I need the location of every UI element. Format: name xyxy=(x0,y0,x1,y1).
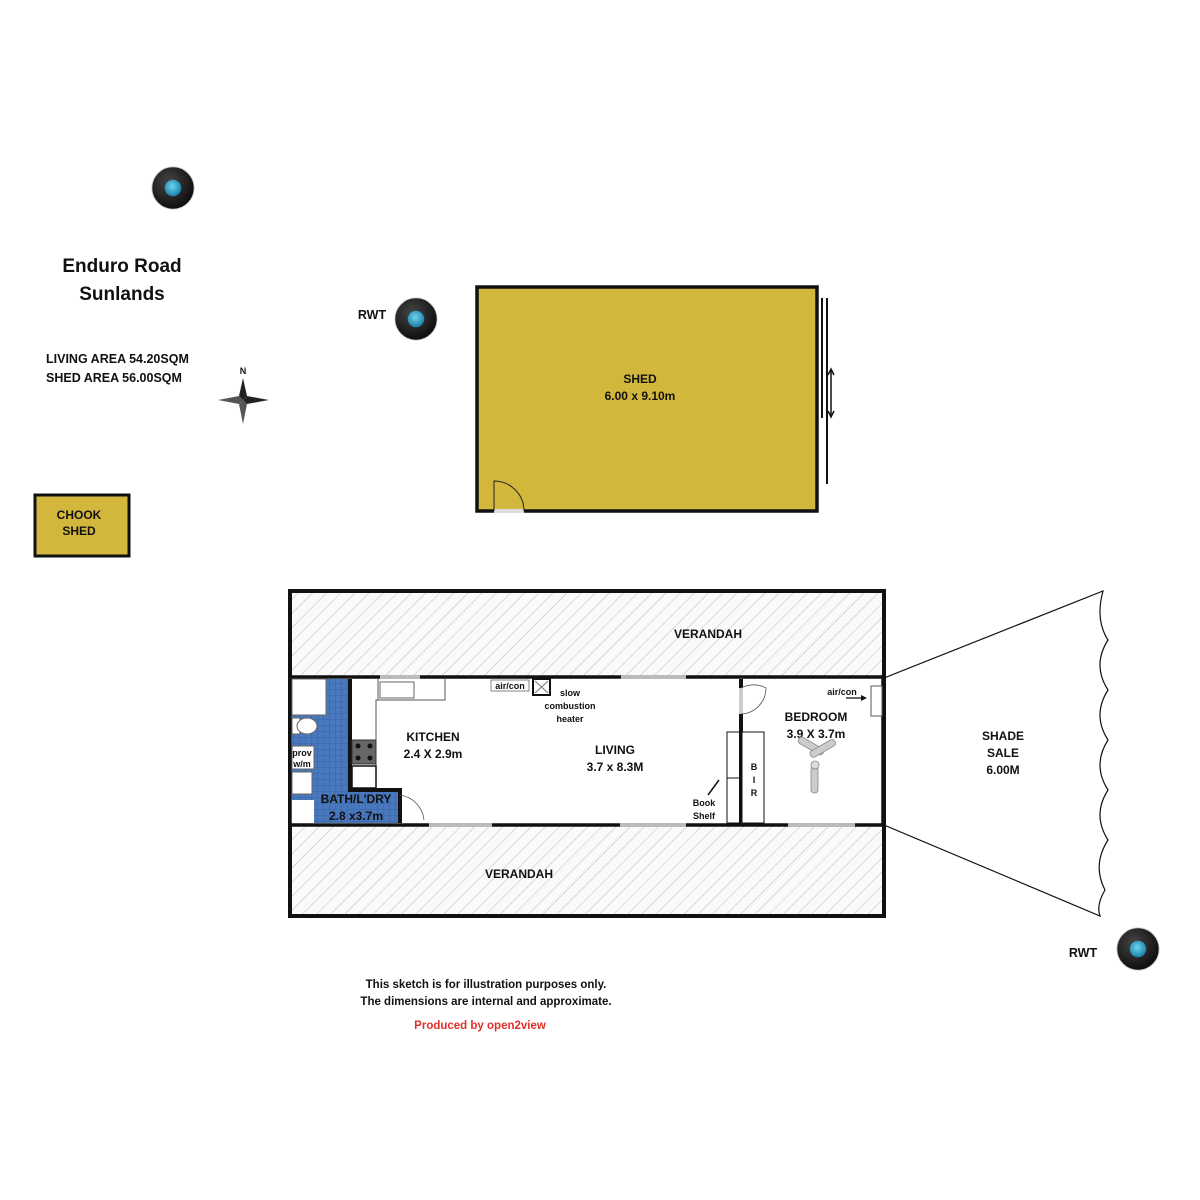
address-line2: Sunlands xyxy=(79,284,165,305)
shed-label: SHED xyxy=(623,372,657,386)
chook-shed xyxy=(33,493,131,558)
laundry-tub-icon xyxy=(291,771,313,795)
aircon-unit xyxy=(870,685,883,717)
ceiling-fan-icon xyxy=(797,736,836,794)
shed-dims: 6.00 x 9.10m xyxy=(605,389,676,403)
living-area-text: LIVING AREA 54.20SQM xyxy=(46,352,189,366)
rainwater-tank-icon xyxy=(151,166,195,210)
bedroom-label: BEDROOM xyxy=(785,710,848,724)
shade-label: SALE xyxy=(987,746,1019,760)
roller-door-arrows-icon xyxy=(827,367,835,419)
rainwater-tank-icon xyxy=(394,297,438,341)
rwt-label: RWT xyxy=(358,308,387,322)
kitchen-label: KITCHEN xyxy=(406,730,459,744)
chook-shed-label: SHED xyxy=(62,524,96,538)
bir-label: I xyxy=(753,775,756,785)
address-line1: Enduro Road xyxy=(62,256,181,277)
door-icon xyxy=(740,684,767,715)
shade-label: SHADE xyxy=(982,729,1024,743)
aircon-label: air/con xyxy=(495,681,525,691)
shade-sail xyxy=(883,589,1109,918)
shed-area-text: SHED AREA 56.00SQM xyxy=(46,371,182,385)
kitchen-dims: 2.4 X 2.9m xyxy=(404,747,463,761)
credit: Produced by open2view xyxy=(414,1020,546,1032)
bedroom-dims: 3.9 X 3.7m xyxy=(787,727,846,741)
heater-label: combustion xyxy=(545,701,596,711)
disclaimer-line2: The dimensions are internal and approxim… xyxy=(360,996,611,1008)
bath-dims: 2.8 x3.7m xyxy=(329,809,383,823)
living-label: LIVING xyxy=(595,743,635,757)
bath-label: BATH/L'DRY xyxy=(321,792,392,806)
arrow-icon xyxy=(707,779,720,796)
verandah-top xyxy=(290,591,884,676)
compass-north-label: N xyxy=(240,366,247,376)
shed xyxy=(475,285,819,513)
door-icon xyxy=(493,480,525,512)
rwt-label: RWT xyxy=(1069,946,1098,960)
bookshelf-label: Book xyxy=(693,798,716,808)
rainwater-tank-icon xyxy=(1116,927,1160,971)
windows xyxy=(380,675,855,827)
fridge-space xyxy=(351,765,377,789)
shade-dims: 6.00M xyxy=(986,763,1019,777)
cooktop-icon xyxy=(351,739,377,765)
toilet-icon xyxy=(296,717,318,735)
door-icon xyxy=(399,794,425,821)
bir-label: R xyxy=(751,788,758,798)
heater-icon xyxy=(532,678,551,696)
compass-icon xyxy=(218,378,269,424)
sink-icon xyxy=(379,681,415,699)
bookshelf-label: Shelf xyxy=(693,811,716,821)
prov-label: prov xyxy=(292,748,312,758)
heater-label: slow xyxy=(560,688,581,698)
bir-label: B xyxy=(751,762,758,772)
heater-label: heater xyxy=(556,714,584,724)
verandah-top-label: VERANDAH xyxy=(674,627,742,641)
aircon-label: air/con xyxy=(827,687,857,697)
verandah-bottom-label: VERANDAH xyxy=(485,867,553,881)
verandah-bottom xyxy=(290,825,884,916)
shower-icon xyxy=(291,678,327,716)
wm-label: w/m xyxy=(292,759,311,769)
chook-shed-label: CHOOK xyxy=(57,508,102,522)
living-dims: 3.7 x 8.3M xyxy=(587,760,644,774)
disclaimer-line1: This sketch is for illustration purposes… xyxy=(366,979,607,991)
